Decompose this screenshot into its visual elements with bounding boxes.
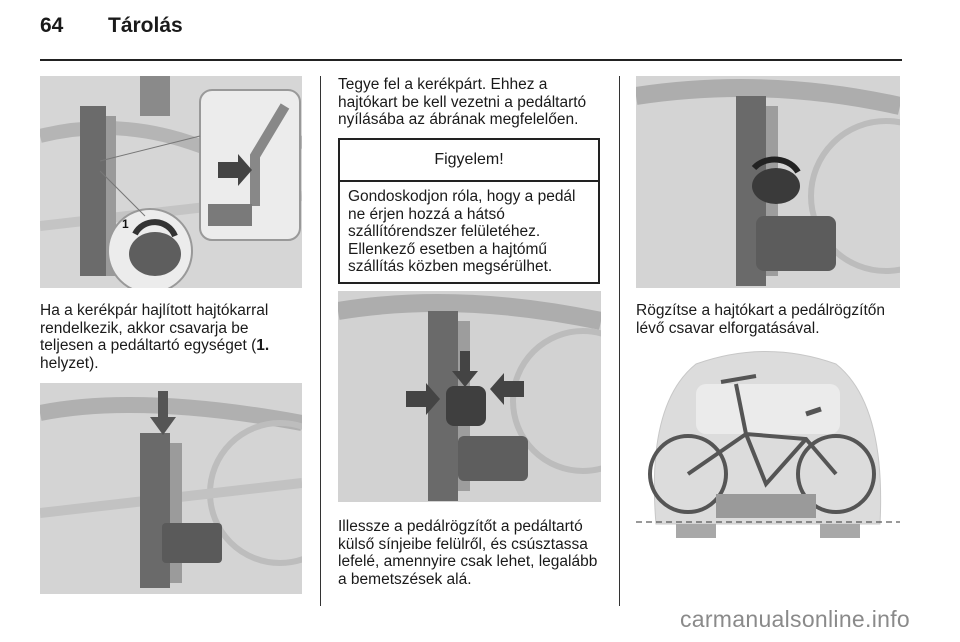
col3-paragraph: Rögzítse a hajtókart a pedálrögzítőn lév… xyxy=(636,302,886,337)
column-divider-1 xyxy=(320,76,321,606)
page-header: 64 Tárolás xyxy=(40,14,183,38)
column-divider-2 xyxy=(619,76,620,606)
figure-crank-adjust-drawing: 1 xyxy=(40,76,302,288)
figure-bike-on-carrier-rear-drawing xyxy=(636,344,900,558)
header-rule xyxy=(40,59,902,61)
figure-crank-screw-tighten-drawing xyxy=(636,76,900,288)
figure-bike-mounted-side-drawing xyxy=(40,383,302,594)
page-title: Tárolás xyxy=(108,14,183,37)
col2-paragraph-2: Illessze a pedálrögzítőt a pedáltartó kü… xyxy=(338,518,598,588)
watermark: carmanualsonline.info xyxy=(679,606,910,632)
warning-text: Gondoskodjon róla, hogy a pedál ne érjen… xyxy=(348,188,576,275)
figure-pedal-clamp-insert-drawing xyxy=(338,291,601,502)
page-number: 64 xyxy=(40,14,64,37)
col2-paragraph-1: Tegye fel a kerékpárt. Ehhez a hajtókart… xyxy=(338,76,587,128)
col1-paragraph: Ha a kerékpár hajlított hajtókarral rend… xyxy=(40,302,270,372)
figure-crank-adjust: 1 xyxy=(40,76,302,288)
figure-crank-screw-tighten xyxy=(636,76,900,288)
figure-pedal-clamp-insert xyxy=(338,291,601,502)
figure-bike-mounted-side xyxy=(40,383,302,594)
warning-box: Figyelem! Gondoskodjon róla, hogy a pedá… xyxy=(338,138,600,284)
figure-callout-1: 1 xyxy=(122,217,129,231)
figure-bike-on-carrier-rear xyxy=(636,344,900,558)
warning-title: Figyelem! xyxy=(340,140,598,182)
